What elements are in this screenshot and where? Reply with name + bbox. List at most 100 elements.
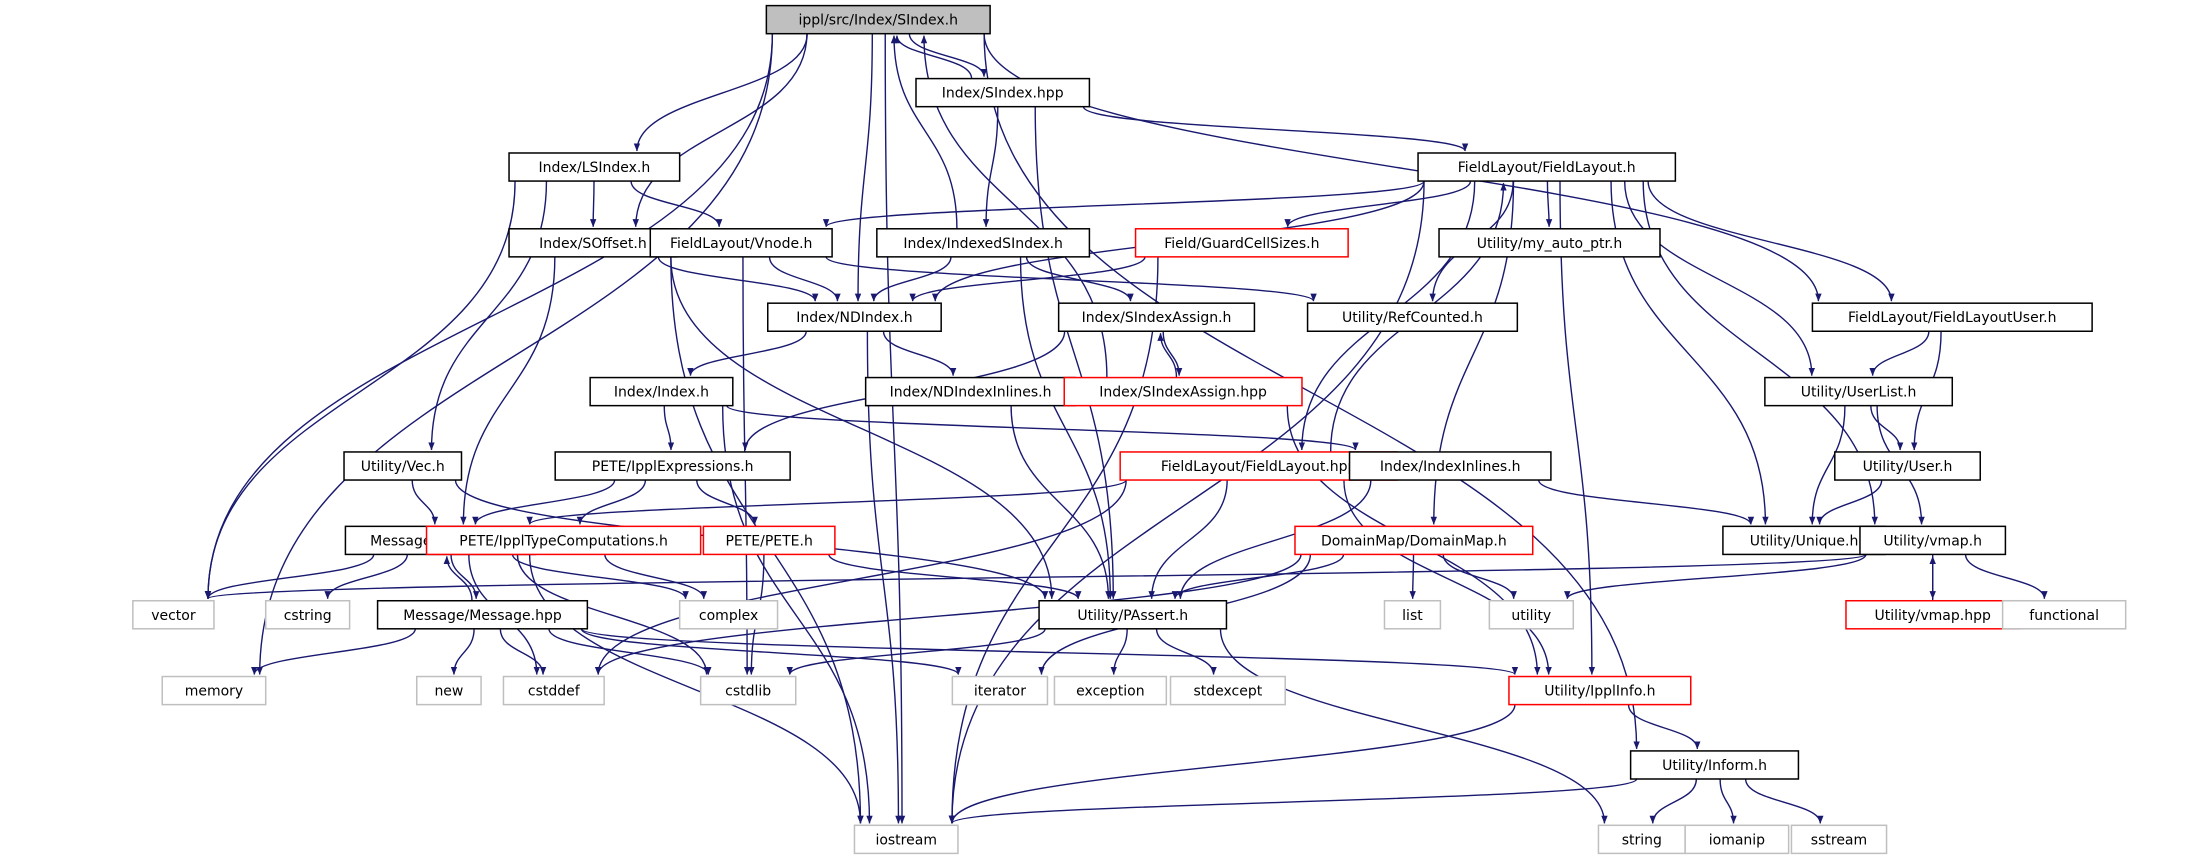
edge-ippltypecomputations-h-to-complex	[604, 554, 708, 600]
node-label: sstream	[1811, 832, 1867, 848]
node-user-h[interactable]: Utility/User.h	[1834, 451, 1981, 481]
edge-ndindex-h-to-index-h	[687, 331, 807, 376]
node-vmap-h[interactable]: Utility/vmap.h	[1859, 525, 2007, 556]
node-ippltypecomputations-h[interactable]: PETE/IpplTypeComputations.h	[425, 525, 702, 556]
node-box	[1306, 302, 1519, 332]
edge-vnode-h-to-ndindex-h	[768, 256, 841, 302]
edge-fieldlayout-h-to-userlist-h	[1623, 181, 1815, 376]
node-unique-h[interactable]: Utility/Unique.h	[1722, 525, 1886, 556]
node-sindexassign-hpp[interactable]: Index/SIndexAssign.hpp	[1063, 376, 1303, 407]
node-refcounted-h[interactable]: Utility/RefCounted.h	[1306, 302, 1519, 332]
node-vnode-h[interactable]: FieldLayout/Vnode.h	[649, 228, 833, 258]
edge-index-h-to-indexinlines-h	[726, 405, 1359, 451]
node-ipplinfo-h[interactable]: Utility/IpplInfo.h	[1508, 675, 1692, 706]
edge-message-hpp-to-new	[450, 628, 475, 675]
node-iostream[interactable]: iostream	[853, 824, 959, 855]
node-stdexcept[interactable]: stdexcept	[1169, 675, 1286, 706]
node-utility[interactable]: utility	[1488, 599, 1575, 630]
node-cstddef[interactable]: cstddef	[502, 675, 605, 706]
node-sstream[interactable]: sstream	[1790, 824, 1888, 855]
edge-sindex-h-to-vector	[204, 33, 774, 600]
node-label: Index/IndexedSIndex.h	[903, 236, 1063, 252]
node-label: Utility/IpplInfo.h	[1544, 684, 1655, 700]
node-label: Index/SIndexAssign.h	[1082, 310, 1232, 326]
node-domainmap-h[interactable]: DomainMap/DomainMap.h	[1294, 525, 1534, 556]
node-box	[1834, 451, 1981, 481]
edge-vmap-h-to-functional	[1964, 554, 2048, 600]
node-label: string	[1622, 832, 1662, 848]
edge-fieldlayout-hpp-to-ipplinfo-h	[1343, 480, 1552, 675]
node-passert-h[interactable]: Utility/PAssert.h	[1038, 599, 1228, 630]
node-lsindex-h[interactable]: Index/LSIndex.h	[508, 152, 681, 182]
node-index-h[interactable]: Index/Index.h	[589, 376, 734, 407]
edge-vnode-h-to-refcounted-h	[825, 256, 1317, 302]
node-label: vector	[151, 608, 196, 624]
node-sindex-h[interactable]: ippl/src/Index/SIndex.h	[765, 4, 991, 35]
node-fieldlayout-h[interactable]: FieldLayout/FieldLayout.h	[1417, 152, 1677, 182]
edge-fieldlayout-h-to-my-auto-ptr-h	[1545, 181, 1553, 228]
node-label: Field/GuardCellSizes.h	[1164, 236, 1319, 252]
node-box	[1629, 750, 1800, 780]
node-cstdlib[interactable]: cstdlib	[699, 675, 797, 706]
node-new[interactable]: new	[415, 675, 482, 706]
node-box	[699, 675, 797, 706]
node-label: PETE/PETE.h	[725, 533, 812, 549]
node-box	[502, 675, 605, 706]
node-ipplexpressions-h[interactable]: PETE/IpplExpressions.h	[554, 451, 791, 481]
node-ndindexinlines-h[interactable]: Index/NDIndexInlines.h	[864, 376, 1077, 407]
node-cstring[interactable]: cstring	[264, 599, 351, 630]
edge-fieldlayout-hpp-to-passert-h	[1148, 480, 1228, 600]
edge-sindexassign-hpp-to-sindexassign-h	[1157, 332, 1178, 378]
node-userlist-h[interactable]: Utility/UserList.h	[1764, 376, 1954, 407]
node-sindex-hpp[interactable]: Index/SIndex.hpp	[915, 77, 1091, 108]
node-label: Utility/Vec.h	[361, 459, 445, 475]
edge-indexinlines-h-to-unique-h	[1537, 479, 1755, 525]
node-vmap-hpp[interactable]: Utility/vmap.hpp	[1845, 599, 2021, 630]
node-indexinlines-h[interactable]: Index/IndexInlines.h	[1348, 451, 1552, 481]
node-box	[767, 302, 942, 332]
node-complex[interactable]: complex	[678, 599, 779, 630]
node-fieldlayoutuser-h[interactable]: FieldLayout/FieldLayoutUser.h	[1811, 302, 2093, 332]
node-label: iterator	[974, 684, 1026, 700]
node-message-hpp[interactable]: Message/Message.hpp	[376, 599, 589, 630]
node-box	[678, 599, 779, 630]
node-box	[508, 228, 678, 258]
node-ndindex-h[interactable]: Index/NDIndex.h	[767, 302, 942, 332]
node-soffset-h[interactable]: Index/SOffset.h	[508, 228, 678, 258]
node-box	[1597, 824, 1686, 855]
node-label: utility	[1511, 608, 1551, 624]
node-box	[1038, 599, 1228, 630]
node-iterator[interactable]: iterator	[951, 675, 1049, 706]
edge-indexedsindex-h-to-ndindex-h	[870, 256, 952, 302]
edge-sindex-h-to-memory	[256, 33, 774, 675]
node-label: new	[434, 684, 463, 700]
edge-message-hpp-to-cstdlib	[548, 628, 712, 675]
node-string[interactable]: string	[1597, 824, 1686, 855]
node-box	[1063, 376, 1303, 407]
node-box	[1859, 525, 2007, 556]
node-box	[589, 376, 734, 407]
edge-ipplinfo-h-to-inform-h	[1627, 704, 1701, 750]
node-pete-h[interactable]: PETE/PETE.h	[702, 525, 836, 556]
node-inform-h[interactable]: Utility/Inform.h	[1629, 750, 1800, 780]
node-guardcellsizes-h[interactable]: Field/GuardCellSizes.h	[1134, 228, 1349, 258]
node-box	[1438, 228, 1661, 258]
node-vector[interactable]: vector	[132, 599, 215, 630]
node-vec-h[interactable]: Utility/Vec.h	[343, 451, 463, 481]
edge-sindex-h-to-sindex-hpp	[908, 33, 988, 78]
node-list[interactable]: list	[1383, 599, 1442, 630]
node-memory[interactable]: memory	[161, 675, 267, 706]
node-iomanip[interactable]: iomanip	[1684, 824, 1790, 855]
edge-domainmap-h-to-cstddef	[595, 554, 1302, 675]
edge-pete-h-to-passert-h	[828, 554, 1082, 600]
node-my-auto-ptr-h[interactable]: Utility/my_auto_ptr.h	[1438, 228, 1661, 258]
node-label: FieldLayout/Vnode.h	[670, 236, 812, 252]
node-layer: ippl/src/Index/SIndex.hIndex/SIndex.hppI…	[132, 4, 2127, 855]
node-functional[interactable]: functional	[2001, 599, 2127, 630]
edge-sindex-h-to-soffset-h	[632, 33, 808, 228]
node-indexedsindex-h[interactable]: Index/IndexedSIndex.h	[876, 228, 1091, 258]
node-sindexassign-h[interactable]: Index/SIndexAssign.h	[1057, 302, 1256, 332]
node-box	[1764, 376, 1954, 407]
node-exception[interactable]: exception	[1053, 675, 1168, 706]
